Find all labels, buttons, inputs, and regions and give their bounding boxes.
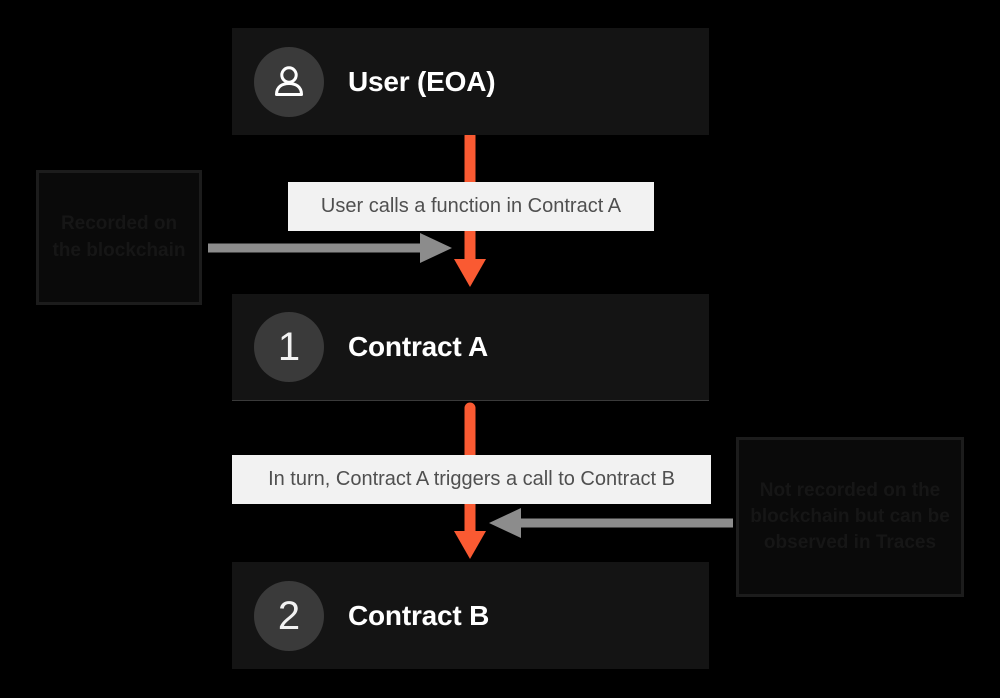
note-recorded-on-blockchain-text: Recorded on the blockchain xyxy=(52,213,186,261)
gray-right-arrow-icon xyxy=(208,233,452,263)
connector-note-left-to-flow xyxy=(206,230,461,266)
caption-contract-a-triggers: In turn, Contract A triggers a call to C… xyxy=(232,455,711,504)
node-user-label: User (EOA) xyxy=(348,65,496,97)
node-user[interactable]: User (EOA) xyxy=(232,28,709,135)
node-contract-a-label: Contract A xyxy=(348,331,489,362)
person-icon xyxy=(275,65,303,96)
node-contract-b[interactable]: 2 Contract B xyxy=(232,562,709,669)
note-not-recorded-traces-text: Not recorded on the blockchain but can b… xyxy=(750,479,950,554)
connector-note-right-to-flow xyxy=(480,505,735,541)
caption-contract-a-triggers-text: In turn, Contract A triggers a call to C… xyxy=(268,468,675,490)
caption-user-calls-function-text: User calls a function in Contract A xyxy=(320,195,622,217)
note-recorded-on-blockchain: Recorded on the blockchain xyxy=(36,170,202,305)
note-not-recorded-traces: Not recorded on the blockchain but can b… xyxy=(736,437,964,597)
contract-a-step-number: 1 xyxy=(277,325,301,369)
contract-b-step-badge: 2 xyxy=(254,580,324,651)
gray-left-arrow-icon xyxy=(489,508,733,538)
node-contract-b-label: Contract B xyxy=(348,599,490,631)
contract-a-step-badge: 1 xyxy=(254,312,324,382)
caption-user-calls-function: User calls a function in Contract A xyxy=(288,182,654,231)
user-avatar-badge xyxy=(254,46,324,117)
node-contract-a[interactable]: 1 Contract A xyxy=(232,294,709,401)
contract-b-step-number: 2 xyxy=(277,593,301,638)
